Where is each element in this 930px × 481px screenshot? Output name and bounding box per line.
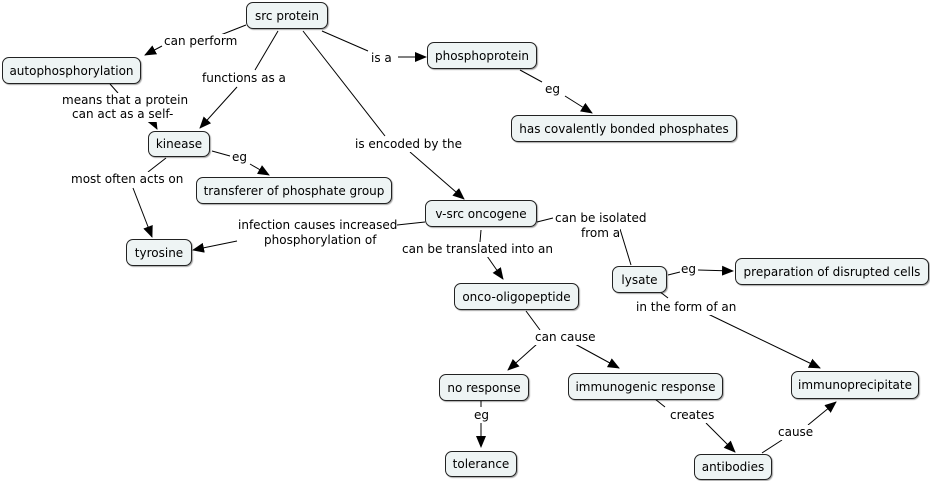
- concept-tolerance[interactable]: tolerance: [445, 451, 517, 477]
- link-eg-no-response: eg: [474, 408, 489, 423]
- concept-lysate[interactable]: lysate: [612, 266, 667, 293]
- link-infection-line1: infection causes increased: [238, 218, 398, 233]
- concept-tyrosine[interactable]: tyrosine: [126, 239, 192, 266]
- concept-kinease[interactable]: kinease: [148, 131, 210, 157]
- concept-phosphoprotein[interactable]: phosphoprotein: [427, 42, 537, 69]
- concept-immunoprecipitate[interactable]: immunoprecipitate: [791, 371, 919, 399]
- link-isolated-line2: from a: [581, 226, 621, 241]
- link-translated-into: can be translated into an: [402, 242, 554, 257]
- link-cause: cause: [778, 425, 814, 440]
- concept-onco-oligopeptide[interactable]: onco-oligopeptide: [454, 283, 579, 310]
- link-eg-lysate: eg: [681, 262, 696, 277]
- link-is-a: is a: [371, 51, 392, 66]
- link-eg-phosphoprotein: eg: [545, 82, 560, 97]
- link-most-often-acts-on: most often acts on: [71, 172, 184, 187]
- concept-no-response[interactable]: no response: [439, 374, 529, 401]
- link-means-line1: means that a protein: [62, 93, 189, 108]
- concept-disrupted-cells[interactable]: preparation of disrupted cells: [735, 258, 929, 285]
- link-infection-line2: phosphorylation of: [264, 233, 377, 248]
- concept-antibodies[interactable]: antibodies: [694, 454, 772, 480]
- concept-v-src-oncogene[interactable]: v-src oncogene: [425, 200, 537, 227]
- concept-autophosphorylation[interactable]: autophosphorylation: [2, 57, 141, 84]
- concept-transferer[interactable]: transferer of phosphate group: [196, 177, 392, 204]
- link-eg-kinease: eg: [232, 150, 247, 165]
- link-is-encoded-by: is encoded by the: [355, 137, 462, 152]
- concept-covalent-phosphates[interactable]: has covalently bonded phosphates: [511, 115, 737, 142]
- link-functions-as-a: functions as a: [202, 71, 286, 86]
- link-can-cause: can cause: [535, 330, 596, 345]
- concept-immunogenic-response[interactable]: immunogenic response: [568, 373, 723, 400]
- concept-src-protein[interactable]: src protein: [246, 2, 328, 29]
- link-isolated-line1: can be isolated: [555, 211, 647, 226]
- link-means-line2: can act as a self-: [72, 107, 174, 122]
- link-can-perform: can perform: [164, 34, 238, 49]
- link-in-the-form-of: in the form of an: [636, 300, 737, 315]
- link-creates: creates: [670, 408, 715, 423]
